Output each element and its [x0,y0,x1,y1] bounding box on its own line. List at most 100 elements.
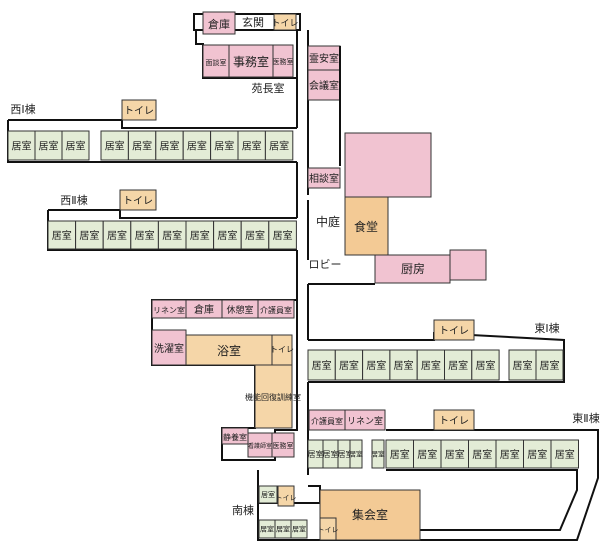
nurse-label: 看護師室 [248,442,272,450]
resident-room [468,439,497,469]
resident-room-label: 居室 [338,449,354,459]
east1-wing-label: 東Ⅰ棟 [534,321,559,335]
resident-room-label: 居室 [292,525,306,534]
caregiver-room-west-label: 介護員室 [260,305,292,315]
resident-room [444,349,473,381]
east2-toilet [433,409,475,431]
assembly-toilet-label: トイレ [318,526,339,534]
west2-toilet [119,189,157,211]
courtyard-label: 中庭 [316,214,340,229]
resident-room-label: 居室 [276,525,290,534]
meeting-room [307,69,341,101]
resident-room [34,130,63,161]
entrance-toilet [273,13,297,31]
resident-room-label: 居室 [371,450,385,459]
office-room [228,44,274,78]
resident-room-label: 居室 [260,525,274,534]
resident-room [185,220,215,250]
office-label: 事務室 [233,54,269,69]
resident-room-label: 居室 [349,450,363,459]
west1-toilet-label: トイレ [124,106,154,117]
east1-rooms: 居室居室居室居室居室居室居室居室居室 [307,349,564,381]
resident-room-label: 居室 [417,448,437,461]
resident-room [495,439,524,469]
counseling-room [307,167,341,189]
assembly-label: 集会室 [352,507,388,522]
resident-room-label: 居室 [475,359,495,372]
resident-room-label: 居室 [308,449,324,459]
west2-toilet-label: トイレ [123,196,153,207]
resident-room [127,130,157,161]
entrance-toilet-label: トイレ [271,19,298,29]
resident-room-label: 居室 [421,359,441,372]
resident-room-label: 居室 [245,229,265,242]
resident-room [102,220,132,250]
resident-room [307,349,336,381]
resident-room [550,439,579,469]
resident-room-label: 居室 [472,448,492,461]
rehab-label: 機能回復訓練室 [245,392,301,402]
south-rooms: 居室居室居室居室 [258,485,308,539]
resident-room-label: 居室 [366,359,386,372]
south-wing-label: 南棟 [232,503,254,517]
bath-label: 浴室 [217,343,241,358]
medical-room-small [272,44,294,78]
consult-room-small [202,44,230,78]
east2-toilet-label: トイレ [439,416,469,427]
dining-block-outline [307,200,375,340]
resident-room-label: 居室 [66,139,86,152]
resident-room [440,439,469,469]
west2-rooms: 居室居室居室居室居室居室居室居室居室 [47,220,297,250]
medical-room [271,432,295,458]
warehouse-label: 倉庫 [208,17,230,31]
resident-room-label: 居室 [448,359,468,372]
resident-room [471,349,500,381]
west1-toilet [121,99,157,121]
east1-toilet [433,319,475,341]
assembly-hall [319,489,421,541]
east2-wing-label: 東Ⅱ棟 [572,411,599,425]
resident-room-label: 居室 [190,229,210,242]
south-toilet-label: トイレ [276,494,297,502]
resident-room [385,439,414,469]
meeting-label: 会議室 [309,79,339,92]
resident-room-label: 居室 [187,139,207,152]
resident-room [100,130,129,161]
resident-room-label: 居室 [242,139,262,152]
resident-room-label: 居室 [273,229,293,242]
bath-toilet-label: トイレ [270,345,294,354]
reception-label: 霊安室 [309,52,339,65]
resident-room [182,130,212,161]
bath-room [185,334,273,366]
resident-room [371,439,385,469]
director-room-label: 苑長室 [252,81,285,95]
west1-rooms: 居室居室居室居室居室居室居室居室居室居室 [7,130,294,161]
resident-room-label: 居室 [160,139,180,152]
linen-room-east-label: リネン室 [347,415,383,427]
resident-room-label: 居室 [269,139,289,152]
east1-wing-outline [308,331,565,383]
west1-wing-label: 西Ⅰ棟 [10,102,35,116]
resident-room-label: 居室 [79,229,99,242]
resident-room-label: 居室 [555,448,575,461]
dining-label: 食堂 [354,219,378,234]
resident-room [290,519,308,539]
resident-room-label: 居室 [12,139,32,152]
resident-room-label: 居室 [162,229,182,242]
lobby-label: ロビー [309,258,342,271]
resident-room [258,485,278,504]
linen-room-east [344,409,386,431]
medical-label: 医務室 [273,441,294,450]
resident-room-label: 居室 [527,448,547,461]
resident-room-label: 居室 [39,139,59,152]
resident-room [130,220,159,250]
resident-room [523,439,552,469]
kitchen-room [374,254,451,284]
kitchen-annex [449,249,487,281]
resident-room-label: 居室 [107,229,127,242]
consult-room-small-label: 面談室 [206,58,227,67]
laundry-label: 洗濯室 [154,342,184,355]
quiet-label: 静養室 [223,432,247,442]
resident-room-label: 居室 [339,359,359,372]
resident-room-label: 居室 [394,359,414,372]
